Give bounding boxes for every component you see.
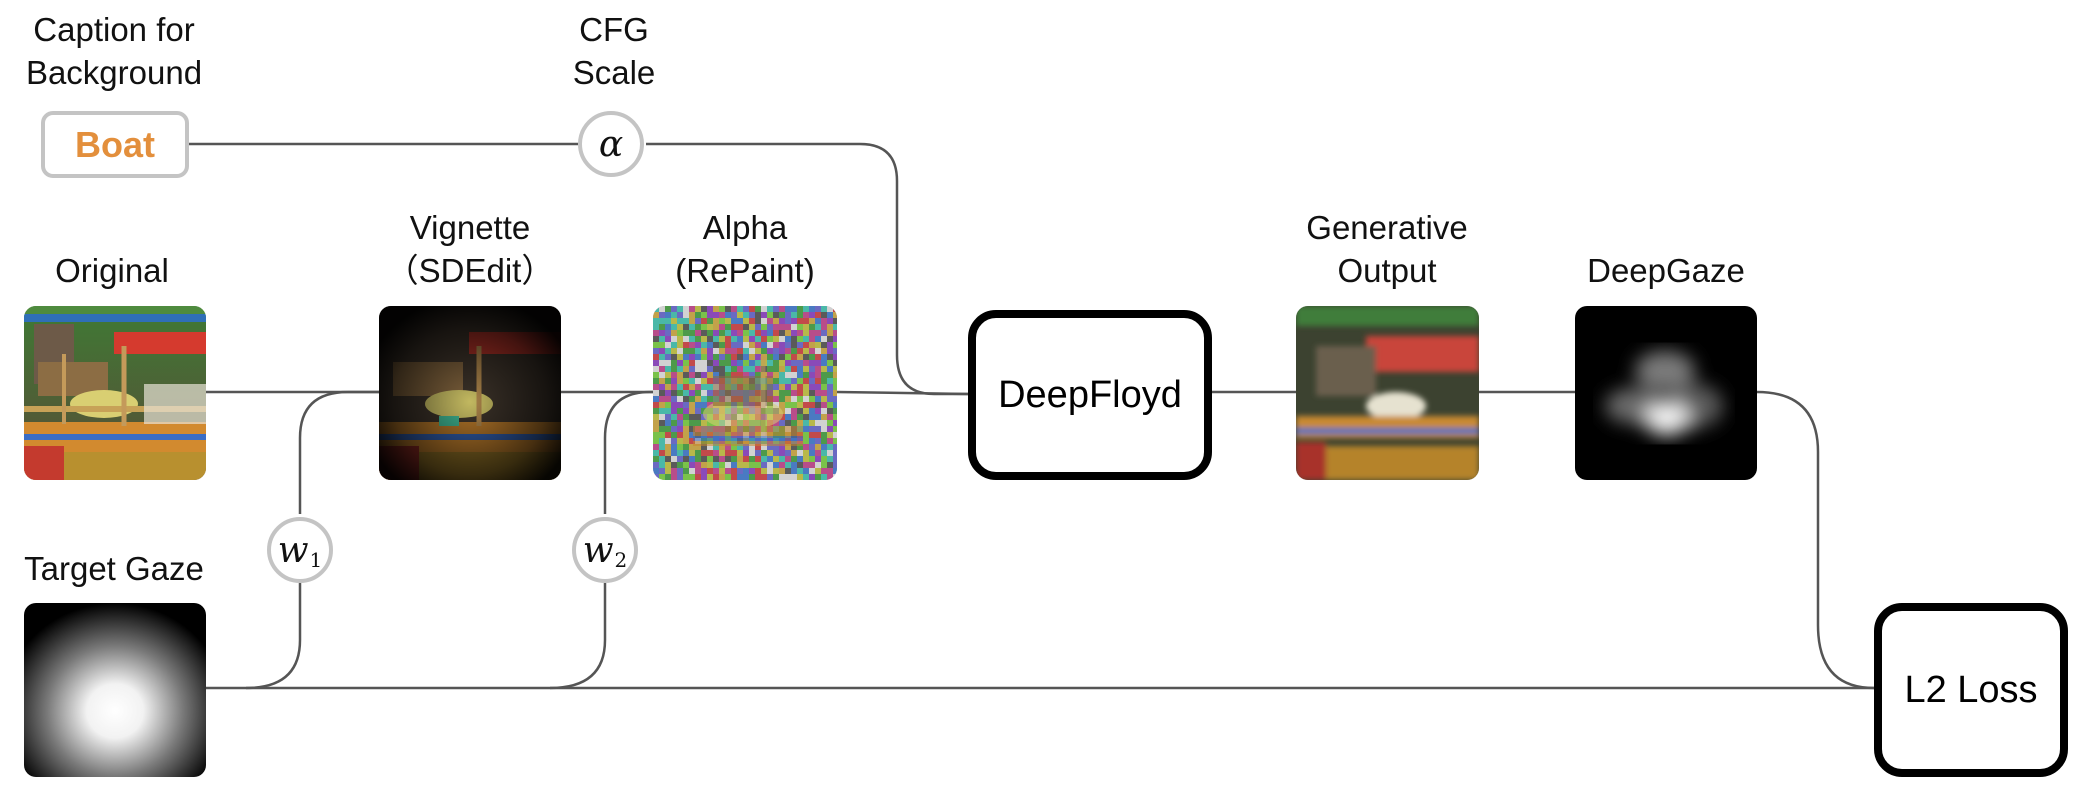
generated-boat-icon <box>1296 306 1479 480</box>
wire-target-to-w2 <box>549 583 607 690</box>
deepfloyd-label: DeepFloyd <box>998 373 1182 416</box>
target-gaze-image <box>24 603 206 777</box>
vignette-image <box>379 306 561 480</box>
vignetted-boat-icon <box>379 306 561 480</box>
target-gaze-label: Target Gaze <box>24 550 204 587</box>
deepfloyd-box: DeepFloyd <box>968 310 1212 480</box>
wire-alpha-to-deepfloyd <box>836 390 969 396</box>
caption-label: Caption for Background <box>25 11 203 91</box>
alpha-symbol: α <box>598 123 624 165</box>
w1-subscript: 1 <box>309 548 323 572</box>
saliency-map-icon <box>1575 306 1757 480</box>
deepgaze-image <box>1575 306 1757 480</box>
cfg-scale-label: CFG Scale <box>572 11 656 91</box>
generative-output-label: Generative Output <box>1306 209 1468 289</box>
generative-output-image <box>1296 306 1479 480</box>
w2-symbol: w <box>582 529 614 571</box>
wire-target-to-w1 <box>245 583 302 690</box>
wire-w1-to-vignette <box>298 390 379 514</box>
caption-value-text: Boat <box>75 123 155 165</box>
wire-w2-to-alpha <box>603 390 653 514</box>
wire-deepgaze-to-loss <box>1756 390 1875 690</box>
l2-loss-label: L2 Loss <box>1904 668 2038 711</box>
target-gaze-map-icon <box>24 603 206 777</box>
noisy-boat-icon <box>653 306 837 480</box>
cfg-alpha-node: α <box>578 111 644 177</box>
w2-subscript: 2 <box>614 548 628 572</box>
alpha-label: Alpha (RePaint) <box>675 209 815 289</box>
w1-symbol: w <box>277 529 309 571</box>
original-image <box>24 306 206 480</box>
vignette-label: Vignette （SDEdit） <box>385 209 555 289</box>
l2-loss-box: L2 Loss <box>1874 603 2068 777</box>
caption-value-box: Boat <box>41 111 189 178</box>
alpha-image <box>653 306 837 480</box>
original-label: Original <box>55 252 169 289</box>
wire-cfg-to-deepfloyd <box>646 142 968 396</box>
deepgaze-label: DeepGaze <box>1587 252 1745 289</box>
boat-photo-icon <box>24 306 206 480</box>
